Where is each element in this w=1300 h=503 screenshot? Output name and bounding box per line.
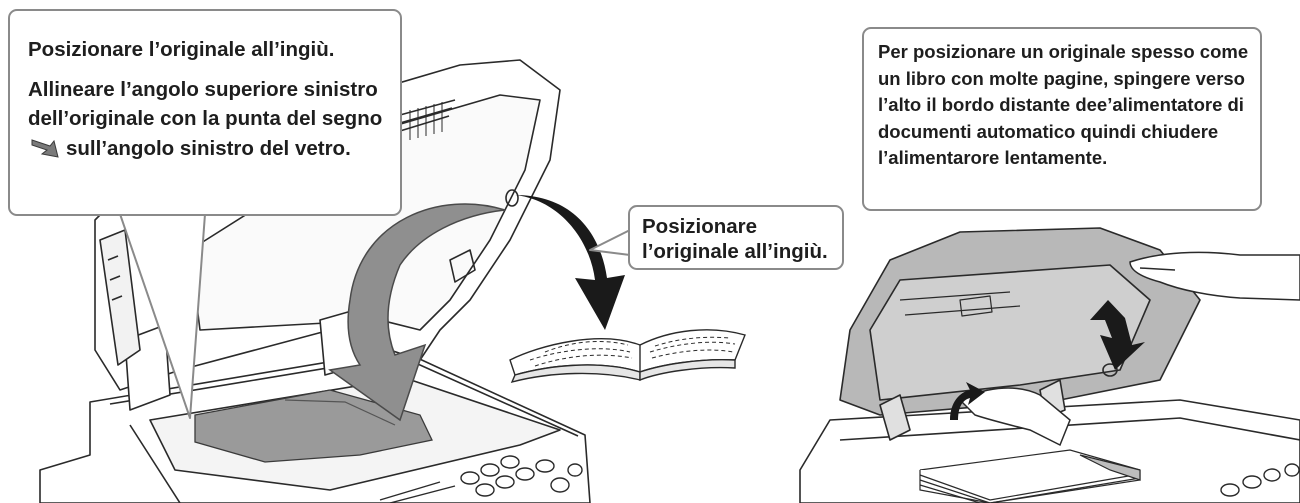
callout-left: Posizionare l’originale all’ingiù. Allin… — [8, 9, 402, 216]
callout-middle-text: Posizionare l’originale all’ingiù. — [642, 214, 834, 264]
callout-right: Per posizionare un originale spesso come… — [862, 27, 1262, 211]
callout-left-line1: Posizionare l’originale all’ingiù. — [28, 35, 388, 65]
open-book-illustration — [510, 330, 745, 382]
flip-arrow-icon — [515, 195, 625, 330]
callout-middle: Posizionare l’originale all’ingiù. — [628, 205, 844, 270]
alignment-arrow-icon — [30, 137, 60, 159]
callout-left-line2: Allineare l’angolo superiore sinistro de… — [28, 75, 388, 164]
callout-left-line2-after: sull’angolo sinistro del vetro. — [66, 137, 351, 160]
callout-left-line2-before: Allineare l’angolo superiore sinistro de… — [28, 78, 382, 131]
callout-right-text: Per posizionare un originale spesso come… — [878, 39, 1252, 172]
